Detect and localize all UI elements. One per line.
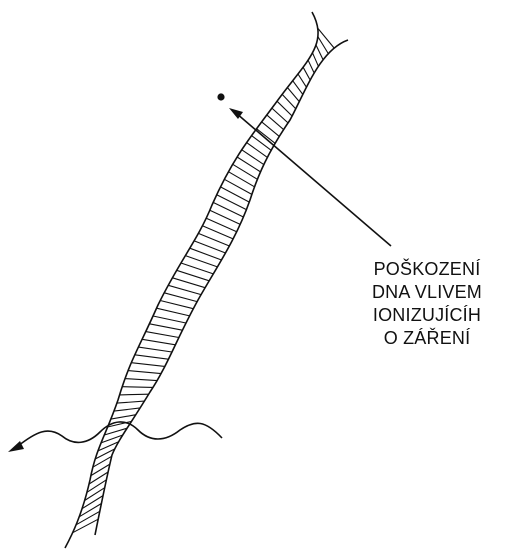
- base-pair-rung: [164, 293, 197, 302]
- base-pair-rung: [277, 101, 292, 116]
- base-pair-rung: [168, 285, 201, 294]
- base-pair-rung: [117, 401, 144, 403]
- base-pair-rung: [303, 67, 310, 80]
- damage-caption: POŠKOZENÍ DNA VLIVEM IONIZUJÍCÍH O ZÁŘEN…: [352, 258, 502, 350]
- base-pair-rung: [217, 195, 247, 210]
- base-pair-rung: [233, 164, 258, 179]
- radiation-track-line: [236, 113, 391, 246]
- base-pair-rung: [125, 379, 157, 381]
- wavy-radiation-path: [18, 422, 222, 446]
- caption-line-1: POŠKOZENÍ: [352, 258, 502, 281]
- base-pair-rung: [160, 301, 193, 309]
- base-pair-rung: [181, 263, 213, 274]
- base-pair-rung: [287, 88, 299, 102]
- base-pair-rung: [228, 172, 254, 187]
- base-pair-rung: [142, 339, 175, 345]
- radiation-particle-dot: [217, 93, 224, 100]
- base-pair-rung: [293, 81, 303, 95]
- base-pair-rung: [128, 371, 161, 374]
- base-pair-rung: [221, 187, 250, 202]
- base-pair-rung: [135, 355, 169, 359]
- base-pair-rung: [111, 415, 136, 419]
- base-pair-rung: [149, 324, 182, 330]
- base-pair-rung: [177, 270, 210, 281]
- dna-strand-b: [95, 40, 348, 535]
- base-pair-rung: [138, 347, 172, 352]
- base-pair-rung: [146, 332, 179, 338]
- base-pair-rung: [185, 256, 217, 267]
- base-pair-rung: [114, 408, 140, 411]
- base-pair-rung: [308, 60, 314, 73]
- base-pair-rung: [224, 179, 251, 194]
- base-pair-rung: [153, 316, 186, 323]
- caption-line-2: DNA VLIVEM: [352, 281, 502, 304]
- caption-line-4: O ZÁŘENÍ: [352, 327, 502, 350]
- base-pair-rung: [316, 45, 323, 60]
- dna-strand-a: [65, 12, 318, 548]
- caption-line-3: IONIZUJÍCÍH: [352, 304, 502, 327]
- base-pair-rung: [157, 308, 190, 316]
- base-pair-rung: [318, 28, 335, 48]
- base-pair-rung: [313, 53, 319, 67]
- base-pair-rung: [120, 394, 149, 395]
- base-pair-rung: [282, 94, 296, 109]
- base-pair-rung: [131, 363, 165, 367]
- base-pair-rung: [172, 278, 205, 288]
- base-pair-rung: [122, 387, 153, 388]
- base-pair-rung: [298, 74, 306, 87]
- base-pair-rung: [213, 202, 243, 217]
